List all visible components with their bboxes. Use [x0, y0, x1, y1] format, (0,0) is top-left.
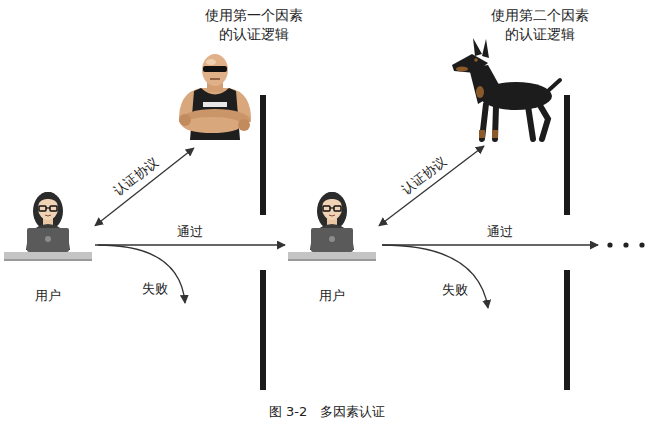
user-figure: 用户: [288, 185, 376, 305]
user-illustration: [4, 192, 92, 261]
factor-heading: 使用第一个因素 的认证逻辑: [202, 6, 306, 44]
user-illustration: [288, 192, 376, 261]
flow-label: 失败: [142, 281, 168, 297]
flow-label: 通过: [487, 224, 513, 240]
guard-figure: 使用第一个因素 的认证逻辑: [190, 6, 318, 145]
figure-caption: 图 3-2 多因素认证: [269, 404, 385, 420]
edge-label: 通过: [177, 224, 203, 240]
connector-arrow: [95, 244, 285, 245]
connector-arrow: [95, 148, 194, 226]
flow-arrow: [98, 245, 598, 308]
edge-label: 认证协议: [111, 154, 162, 198]
wall: [260, 95, 570, 390]
user-figure: 用户: [4, 185, 92, 305]
factor-heading: 使用第二个因素 的认证逻辑: [488, 6, 592, 44]
dog-illustration: [452, 38, 560, 139]
edge-label: 认证协议: [398, 154, 449, 198]
connector-arrow: [379, 146, 484, 226]
flow-label: 失败: [442, 282, 468, 298]
continuation-dots: [607, 242, 644, 247]
user-label: 用户: [319, 287, 345, 305]
bouncer-illustration: [179, 54, 251, 140]
dog-figure: 使用第二个因素 的认证逻辑: [484, 6, 596, 143]
user-label: 用户: [35, 287, 61, 305]
